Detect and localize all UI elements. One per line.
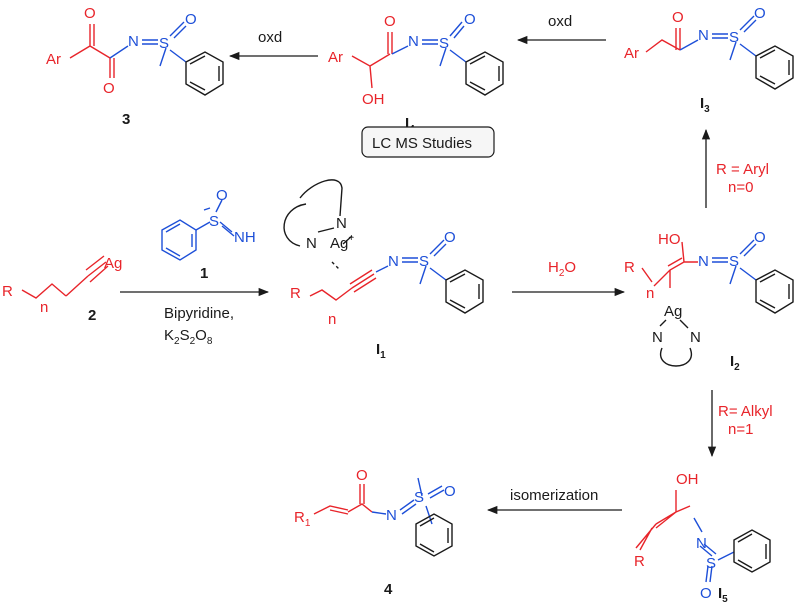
aryl-n-condition-label: n=0 [728,179,753,196]
compound-4: R1 O N S O 4 [294,467,456,598]
sulfur-label: S [209,213,219,230]
arrow-alkyl: R= Alkyl n=1 [707,390,773,458]
pyridine-n-upper-label: N [336,215,347,232]
r-group-label: R [2,283,13,300]
carbonyl-o-label: O [672,9,684,26]
carbonyl-o-label: O [356,467,368,484]
sulfoxide-o-label: O [444,229,456,246]
i2-label: I2 [730,353,740,373]
arrow-oxd-right: oxd [516,13,606,45]
intermediate-i2: R n HO N S O Ag N N I2 [624,229,794,373]
nitrogen-label: N [128,33,139,50]
nitrogen-label: N [696,535,707,552]
sulfoxide-o-label: O [754,5,766,22]
compound-2: R n Ag 2 [2,255,122,324]
pyridine-n-right-label: N [690,329,701,346]
intermediate-i3: Ar O N S O I3 [624,5,794,115]
arrow-oxd-left: oxd [228,29,318,61]
n-index-label: n [40,299,48,316]
silver-label: Ag [104,255,122,272]
hydroxyl-label: HO [658,231,681,248]
hydroxyl-label: OH [676,471,699,488]
oxidant-label: K2S2O8 [164,327,213,347]
nitrogen-label: N [386,507,397,524]
arrow-aryl: R = Aryl n=0 [701,128,769,208]
arrow-bipyridine: Bipyridine, K2S2O8 [120,287,270,347]
silver-label: Ag [664,303,682,320]
compound-1-label: 1 [200,265,208,282]
sulfur-label: S [729,253,739,270]
oxd-right-label: oxd [548,13,572,30]
sulfoxide-o-label: O [754,229,766,246]
n-index-label: n [328,311,336,328]
i1-label: I1 [376,341,386,361]
pyridine-n-left-label: N [652,329,663,346]
oxd-left-label: oxd [258,29,282,46]
aryl-group-label: Ar [624,45,639,62]
aryl-group-label: Ar [46,51,61,68]
intermediate-i4: Ar O OH N S O I4 [328,11,504,135]
carbonyl-o2-label: O [103,80,115,97]
alkyl-n-condition-label: n=1 [728,421,753,438]
sulfoxide-o-label: O [700,585,712,602]
nitrogen-label: N [698,253,709,270]
isomerization-label: isomerization [510,487,598,504]
i3-label: I3 [700,95,710,115]
n-index-label: n [646,285,654,302]
r-group-label: R [634,553,645,570]
compound-2-label: 2 [88,307,96,324]
hydroxyl-label: OH [362,91,385,108]
sulfur-label: S [414,489,424,506]
compound-4-label: 4 [384,581,393,598]
carbonyl-o-label: O [384,13,396,30]
sulfur-label: S [439,35,449,52]
sulfoxide-o-label: O [185,11,197,28]
nitrogen-label: N [388,253,399,270]
r1-group-label: R1 [294,509,311,529]
water-label: H2O [548,259,576,279]
aryl-condition-label: R = Aryl [716,161,769,178]
compound-3: Ar O O N S O 3 [46,5,224,128]
sulfoxide-o-label: O [444,483,456,500]
bipyridine-label: Bipyridine, [164,305,234,322]
alkyl-condition-label: R= Alkyl [718,403,773,420]
carbonyl-o-label: O [84,5,96,22]
sulfur-label: S [419,253,429,270]
nh-label: NH [234,229,256,246]
compound-1: S O NH 1 [161,187,256,282]
lcms-box-label: LC MS Studies [372,135,472,152]
pyridine-n-lower-label: N [306,235,317,252]
nitrogen-label: N [698,27,709,44]
intermediate-i5: OH R N S O I5 [634,471,771,605]
arrow-isomerization: isomerization [486,487,622,515]
sulfur-label: S [729,29,739,46]
compound-3-label: 3 [122,111,130,128]
silver-label: Ag+ [330,233,354,252]
sulfur-label: S [706,555,716,572]
i5-label: I5 [718,585,728,605]
sulfur-label: S [159,35,169,52]
nitrogen-label: N [408,33,419,50]
r-group-label: R [624,259,635,276]
r-group-label: R [290,285,301,302]
arrow-h2o: H2O [512,259,626,297]
intermediate-i1: R n N N Ag+ N S O I1 [283,179,484,361]
lcms-box: LC MS Studies [361,126,495,158]
aryl-group-label: Ar [328,49,343,66]
oxygen-label: O [216,187,228,204]
sulfoxide-o-label: O [464,11,476,28]
